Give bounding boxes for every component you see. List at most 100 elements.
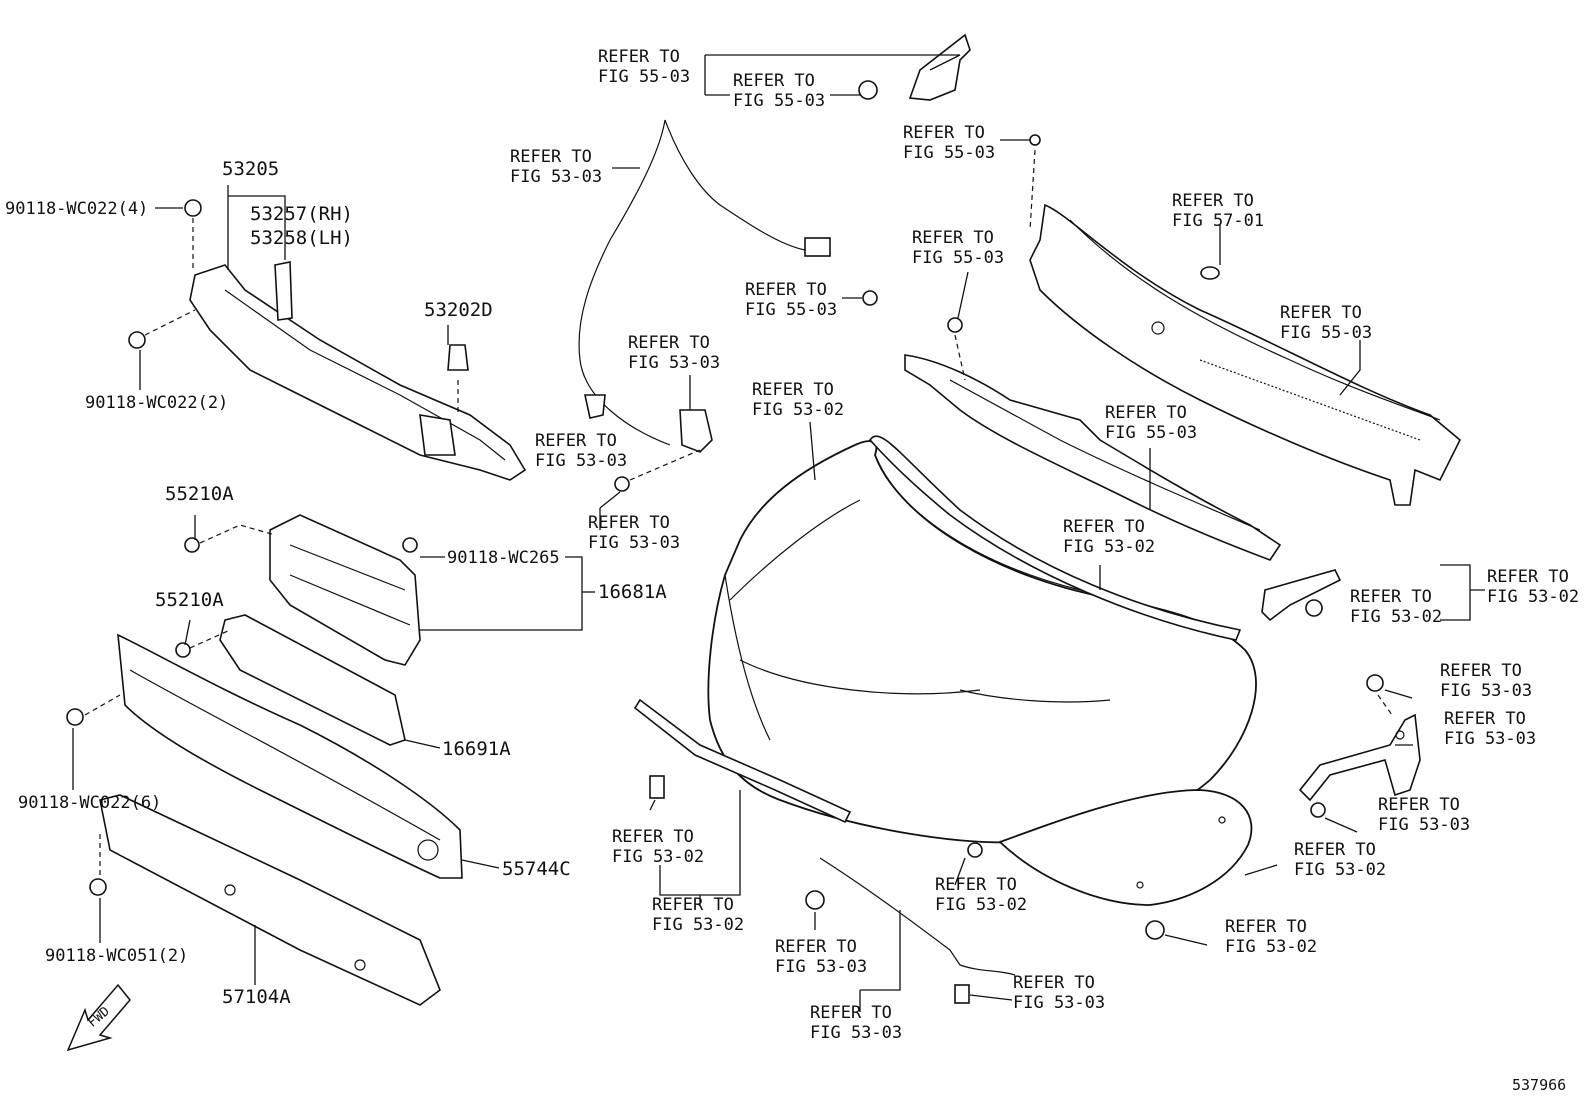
hood-support-rod[interactable] [819,857,1016,976]
bolt-cowl-55-03[interactable] [862,290,878,306]
refer-1-line2: FIG 55-03 [598,67,690,87]
refer-16-line2: FIG 53-02 [1487,587,1579,607]
label-90118-wc265: 90118-WC265 [447,548,560,568]
refer-7-line2: FIG 55-03 [912,248,1004,268]
label-90118-wc022-2: 90118-WC022(2) [85,393,228,413]
refer-26-line2: FIG 53-03 [810,1023,902,1043]
label-55210a-2: 55210A [155,589,224,611]
refer-21-line1: REFER TO [1225,917,1307,937]
refer-19-line2: FIG 53-03 [1378,815,1470,835]
cowl-top-ventilator-louver[interactable] [1029,203,1461,506]
label-90118-wc022-4: 90118-WC022(4) [5,199,148,219]
refer-25-line1: REFER TO [1013,973,1095,993]
label-53202d: 53202D [424,299,493,321]
refer-labels: REFER TO FIG 55-03 REFER TO FIG 55-03 RE… [510,47,1579,1043]
refer-14-line1: REFER TO [1063,517,1145,537]
hood-hinge[interactable] [1298,713,1421,802]
radiator-support-upper[interactable] [189,264,527,481]
rod-holder-53-03[interactable] [954,984,970,1004]
refer-9-line2: FIG 53-03 [628,353,720,373]
refer-22-line2: FIG 53-02 [935,895,1027,915]
refer-6-line1: REFER TO [1280,303,1362,323]
radiator-support-seal[interactable] [447,344,469,371]
clip-seal-53-02[interactable] [1305,599,1323,617]
refer-6-line2: FIG 55-03 [1280,323,1372,343]
refer-10-line2: FIG 53-02 [752,400,844,420]
hood-release-cable[interactable] [578,119,831,446]
cushion-hood-53-02[interactable] [967,842,983,858]
refer-23-line2: FIG 53-02 [612,847,704,867]
part-number-labels: 53205 53257(RH) 53258(LH) 90118-WC022(4)… [5,158,667,1008]
cable-clamp[interactable] [584,394,606,419]
hood-front-molding[interactable] [633,698,852,824]
label-16681a: 16681A [598,581,667,603]
dashed-guide-lines [84,149,1393,875]
refer-13-line2: FIG 53-03 [588,533,680,553]
bumper-reinforcement[interactable] [117,633,463,879]
label-53205: 53205 [222,158,279,180]
refer-18-line1: REFER TO [1444,709,1526,729]
clip-insulator-53-02[interactable] [1145,920,1165,940]
grommet-rod-53-03[interactable] [805,890,825,910]
bolt-55210a-1[interactable] [184,537,200,553]
bolt-lock-53-03[interactable] [614,476,630,492]
bolt-hinge-top[interactable] [1366,674,1384,692]
bolt-55210a-2[interactable] [175,642,191,658]
bolt-90118-wc022-2[interactable] [128,331,146,349]
refer-24-line2: FIG 53-03 [775,957,867,977]
nut-cowl-55-03[interactable] [947,317,963,333]
refer-26-line1: REFER TO [810,1003,892,1023]
refer-17-line1: REFER TO [1440,661,1522,681]
bolt-90118-wc265[interactable] [402,537,418,553]
refer-5-line1: REFER TO [1172,191,1254,211]
cowl-side-trim[interactable] [908,33,971,101]
refer-24-line1: REFER TO [775,937,857,957]
refer-1-line1: REFER TO [598,47,680,67]
refer-15-line2: FIG 53-02 [1350,607,1442,627]
refer-23-line1: REFER TO [612,827,694,847]
refer-8-line1: REFER TO [745,280,827,300]
radiator-support-lower[interactable] [99,794,441,1006]
fwd-arrow: FWD [66,983,131,1052]
label-55744c: 55744C [502,858,571,880]
hood-lock-assembly[interactable] [679,409,713,453]
refer-20-line2: FIG 53-02 [1294,860,1386,880]
hood-insulator[interactable] [998,789,1253,906]
refer-14-line2: FIG 53-02 [1063,537,1155,557]
refer-20-line1: REFER TO [1294,840,1376,860]
refer-21-line2: FIG 53-02 [1225,937,1317,957]
air-guide-lower[interactable] [219,614,406,746]
cushion-53-02[interactable] [649,775,665,799]
refer-18-line2: FIG 53-03 [1444,729,1536,749]
refer-10-line1: REFER TO [752,380,834,400]
hood-seal[interactable] [868,435,1242,641]
refer-16-line1: REFER TO [1487,567,1569,587]
label-16691a: 16691A [442,738,511,760]
bolt-90118-wc022-6[interactable] [66,708,84,726]
refer-12-line2: FIG 55-03 [1105,423,1197,443]
refer-11-line1: REFER TO [535,431,617,451]
bolt-90118-wc022-4[interactable] [184,199,202,217]
refer-5-line2: FIG 57-01 [1172,211,1264,231]
bolt-hinge-bottom[interactable] [1310,802,1326,818]
air-guide-upper[interactable] [269,514,421,666]
refer-9-line1: REFER TO [628,333,710,353]
hood-lock-support-brace[interactable] [274,261,293,321]
refer-13-line1: REFER TO [588,513,670,533]
refer-3-line2: FIG 53-03 [510,167,602,187]
refer-15-line1: REFER TO [1350,587,1432,607]
cowl-side-seal[interactable] [1261,569,1342,622]
refer-4-line2: FIG 55-03 [903,143,995,163]
label-57104a: 57104A [222,986,291,1008]
grommet-57-01[interactable] [1200,266,1220,280]
bolt-90118-wc051-2[interactable] [89,878,107,896]
refer-2-line1: REFER TO [733,71,815,91]
clip-top-right[interactable] [858,80,878,100]
clip-cowl-nut[interactable] [1029,134,1041,146]
label-53257: 53257(RH) [250,203,353,225]
refer-22-line1: REFER TO [935,875,1017,895]
label-53258: 53258(LH) [250,227,353,249]
label-55210a-1: 55210A [165,483,234,505]
refer-3-line1: REFER TO [510,147,592,167]
